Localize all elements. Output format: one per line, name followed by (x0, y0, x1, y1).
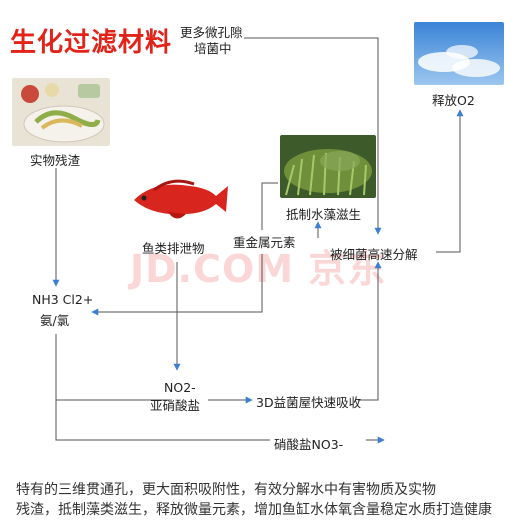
nh3-formula: NH3 Cl2+ (32, 292, 94, 307)
arrow-decompose-to-release (436, 109, 464, 253)
food-photo (12, 78, 110, 146)
node-absorb: 3D益菌屋快速吸收 (256, 395, 362, 410)
arowana-fish-photo (124, 168, 230, 230)
watermark: JD.COM 京东 (130, 247, 387, 291)
blue-sky-photo (414, 22, 504, 85)
diagram-title: 生化过滤材料 (10, 28, 173, 58)
node-micropore-line2: 培菌中 (194, 41, 232, 56)
line-heavy-metal-to-algae (261, 182, 278, 230)
caption-line1: 特有的三维贯通孔，更大面积吸附性，有效分解水中有害物质及实物 (16, 482, 436, 498)
node-heavy-metal: 重金属元素 (233, 235, 296, 250)
node-nitrite-formula: NO2- (164, 380, 196, 395)
line-ammonia-to-nitrate (55, 400, 270, 441)
node-food: 实物残渣 (30, 153, 81, 168)
node-nitrate: 硝酸盐NO3- (274, 437, 344, 452)
node-decompose: 被细菌高速分解 (330, 247, 418, 262)
line-ammonia-to-nitrite (55, 334, 170, 401)
arrow-micropore-to-decompose (244, 37, 382, 235)
node-nitrite: 亚硝酸盐 (150, 398, 201, 413)
node-micropore-line1: 更多微孔隙 (180, 25, 243, 40)
node-fish: 鱼类排泄物 (142, 241, 205, 256)
node-release: 释放O2 (432, 93, 475, 108)
aquatic-grass-photo (280, 135, 376, 198)
description-caption: 特有的三维贯通孔，更大面积吸附性，有效分解水中有害物质及实物 残渣，抵制藻类滋生… (16, 480, 512, 520)
node-ammonia: 氨/氯 (40, 313, 70, 328)
arrow-absorb-to-decompose (358, 261, 382, 401)
arrow-heavy-metal-to-ammonia (91, 254, 263, 316)
caption-line2: 残渣，抵制藻类滋生，释放微量元素，增加鱼缸水体氧含量稳定水质打造健康 (16, 502, 492, 518)
node-algae: 抵制水藻滋生 (286, 207, 362, 222)
node-nh3: NH3 Cl2+ (32, 292, 93, 307)
